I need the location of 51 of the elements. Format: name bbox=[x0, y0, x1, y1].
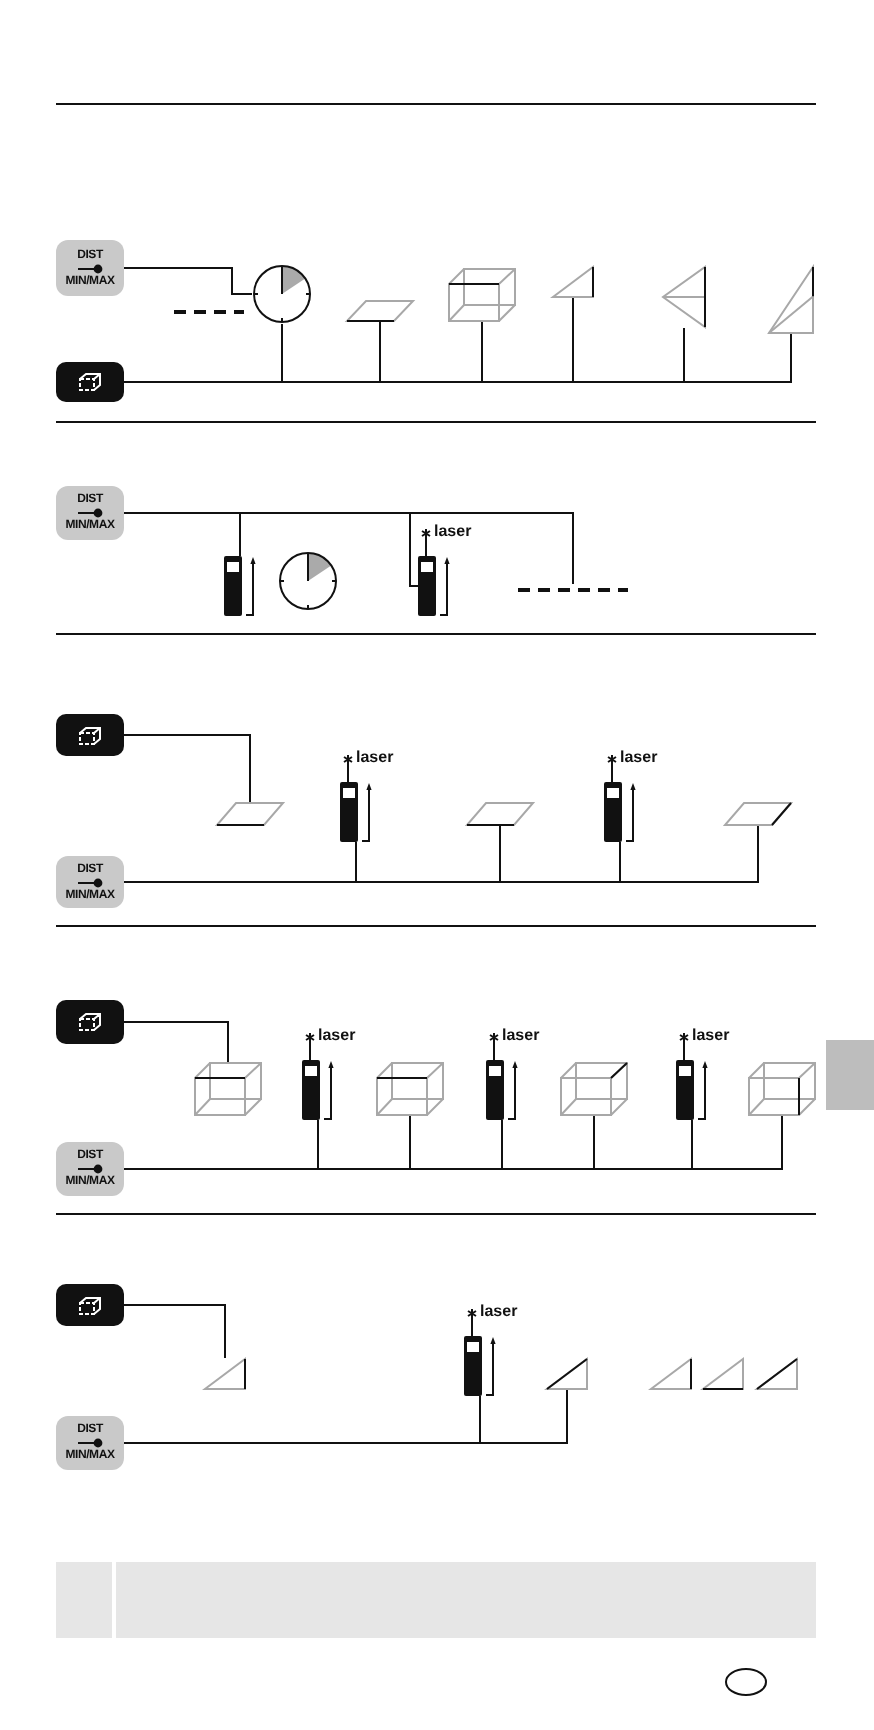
function-key bbox=[56, 1284, 124, 1326]
dashed-line bbox=[518, 584, 628, 596]
connector-line bbox=[123, 734, 251, 803]
laser-meter-icon bbox=[340, 782, 372, 842]
clock-icon bbox=[252, 264, 312, 324]
dist-minmax-key bbox=[56, 1142, 124, 1196]
triangle-icon bbox=[204, 1358, 246, 1390]
laser-label: laser bbox=[434, 524, 472, 540]
cube-icon bbox=[748, 1062, 816, 1116]
laser-meter-icon bbox=[676, 1060, 708, 1120]
cube-icon bbox=[194, 1062, 262, 1116]
function-key bbox=[56, 1000, 124, 1044]
area-icon bbox=[466, 802, 534, 826]
laser-meter-icon bbox=[224, 556, 256, 616]
triangle-icon bbox=[702, 1358, 744, 1390]
triangle-icon bbox=[546, 1358, 588, 1390]
connector-line bbox=[123, 512, 574, 585]
triangle-icon bbox=[756, 1358, 798, 1390]
laser-meter-icon bbox=[604, 782, 636, 842]
laser-label: laser bbox=[692, 1028, 730, 1044]
triangle-icon bbox=[768, 266, 814, 334]
area-icon bbox=[724, 802, 792, 826]
function-key bbox=[56, 714, 124, 756]
dist-minmax-key bbox=[56, 240, 124, 296]
cube-icon bbox=[376, 1062, 444, 1116]
triangle-icon bbox=[662, 266, 706, 328]
laser-label: laser bbox=[620, 750, 658, 766]
laser-meter-icon bbox=[464, 1336, 496, 1396]
triangle-icon bbox=[650, 1358, 692, 1390]
clock-icon bbox=[278, 550, 338, 612]
laser-meter-icon bbox=[486, 1060, 518, 1120]
laser-meter-icon bbox=[302, 1060, 334, 1120]
area-icon bbox=[216, 802, 284, 826]
connector-line bbox=[123, 1304, 226, 1359]
connector-line bbox=[123, 1389, 568, 1444]
dist-minmax-key bbox=[56, 1416, 124, 1470]
dashed-line bbox=[174, 306, 244, 318]
dist-minmax-key bbox=[56, 856, 124, 908]
triangle-icon bbox=[552, 266, 594, 298]
connector-line bbox=[123, 267, 253, 295]
laser-meter-icon bbox=[418, 556, 450, 616]
laser-label: laser bbox=[318, 1028, 356, 1044]
cube-icon bbox=[448, 268, 516, 322]
connector-line bbox=[123, 1021, 229, 1063]
laser-label: laser bbox=[480, 1304, 518, 1320]
laser-label: laser bbox=[356, 750, 394, 766]
laser-label: laser bbox=[502, 1028, 540, 1044]
function-key bbox=[56, 362, 124, 402]
dist-minmax-key bbox=[56, 486, 124, 540]
area-icon bbox=[346, 300, 414, 322]
cube-icon bbox=[560, 1062, 628, 1116]
